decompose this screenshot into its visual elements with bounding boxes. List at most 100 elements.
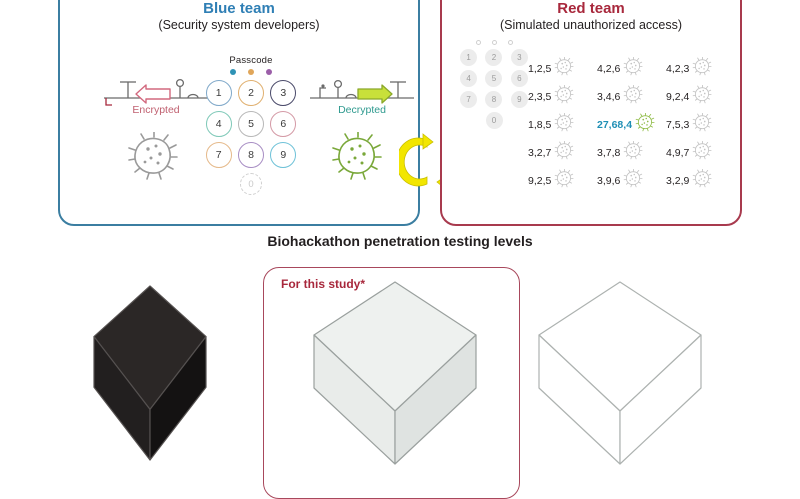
- attempt-row: 9,2,5 3,9,6 3,2,9: [528, 167, 736, 195]
- microbe-faint-icon: [692, 85, 713, 110]
- red-keypad-key-3[interactable]: 3: [511, 49, 528, 66]
- attempt-cell: 27,68,4: [597, 113, 666, 138]
- attempt-code: 9,2,5: [528, 175, 551, 187]
- black-box-cube: [90, 282, 210, 469]
- red-keypad-dot: [492, 40, 497, 45]
- attempt-cell: 7,5,3: [666, 113, 735, 138]
- red-keypad-key-6[interactable]: 6: [511, 70, 528, 87]
- red-keypad-key-9[interactable]: 9: [511, 91, 528, 108]
- attempt-row: 1,8,5 27,68,4 7,5,3: [528, 111, 736, 139]
- attempt-code: 1,8,5: [528, 119, 551, 131]
- red-keypad-key-2[interactable]: 2: [485, 49, 502, 66]
- passcode-key-5[interactable]: 5: [238, 111, 264, 137]
- passcode-dot: [266, 69, 272, 75]
- passcode-key-3[interactable]: 3: [270, 80, 296, 106]
- attempt-cell: 3,2,7: [528, 141, 597, 166]
- passcode-dot: [230, 69, 236, 75]
- red-team-title: Red team: [442, 0, 740, 17]
- attempt-code: 4,2,3: [666, 63, 689, 75]
- attempt-code: 27,68,4: [597, 119, 632, 131]
- red-keypad-key-8[interactable]: 8: [485, 91, 502, 108]
- passcode-zero-wrap[interactable]: 0: [205, 173, 297, 195]
- microbe-faint-icon: [623, 85, 644, 110]
- microbe-faint-icon: [554, 141, 575, 166]
- attempt-cell: 4,2,6: [597, 57, 666, 82]
- white-box-cube: [535, 278, 705, 473]
- microbe-faint-icon: [554, 85, 575, 110]
- passcode-dot: [248, 69, 254, 75]
- blue-team-subtitle: (Security system developers): [60, 18, 418, 32]
- attempt-code: 3,2,9: [666, 175, 689, 187]
- blue-team-title: Blue team: [60, 0, 418, 17]
- section-title: Biohackathon penetration testing levels: [0, 233, 800, 249]
- attempt-cell: 2,3,5: [528, 85, 597, 110]
- microbe-faint-icon: [554, 169, 575, 194]
- attempt-cell: 3,4,6: [597, 85, 666, 110]
- passcode-dots: [205, 69, 297, 75]
- microbe-green-icon: [330, 132, 386, 189]
- decrypted-gene-construct: Decrypted: [306, 70, 418, 122]
- passcode-key-2[interactable]: 2: [238, 80, 264, 106]
- red-keypad-key-4[interactable]: 4: [460, 70, 477, 87]
- red-keypad-key-1[interactable]: 1: [460, 49, 477, 66]
- attempt-code: 9,2,4: [666, 91, 689, 103]
- microbe-faint-icon: [623, 57, 644, 82]
- passcode-key-6[interactable]: 6: [270, 111, 296, 137]
- attempt-code: 1,2,5: [528, 63, 551, 75]
- microbe-faint-icon: [554, 57, 575, 82]
- attempt-cell: 3,2,9: [666, 169, 735, 194]
- attempt-codes-grid: 1,2,5 4,2,6 4,2,3 2,3,5 3,4,6 9,2,4 1,8,5 27,68…: [528, 55, 736, 195]
- red-keypad-zero-wrap[interactable]: 0: [458, 112, 530, 129]
- passcode-key-0[interactable]: 0: [240, 173, 262, 195]
- microbe-faint-icon: [692, 169, 713, 194]
- attempt-cell: 9,2,5: [528, 169, 597, 194]
- attempt-row: 3,2,7 3,7,8 4,9,7: [528, 139, 736, 167]
- attempt-code: 2,3,5: [528, 91, 551, 103]
- figure-canvas: Blue team (Security system developers) E…: [0, 0, 800, 480]
- attempt-cell: 9,2,4: [666, 85, 735, 110]
- attempt-cell: 3,7,8: [597, 141, 666, 166]
- passcode-label: Passcode: [205, 55, 297, 66]
- passcode-key-1[interactable]: 1: [206, 80, 232, 106]
- attempt-code: 3,7,8: [597, 147, 620, 159]
- attempt-code: 4,2,6: [597, 63, 620, 75]
- attempt-code: 3,4,6: [597, 91, 620, 103]
- microbe-grey-icon: [126, 132, 182, 189]
- red-keypad-key-5[interactable]: 5: [485, 70, 502, 87]
- attempt-row: 2,3,5 3,4,6 9,2,4: [528, 83, 736, 111]
- attempt-cell: 3,9,6: [597, 169, 666, 194]
- passcode-key-8[interactable]: 8: [238, 142, 264, 168]
- microbe-faint-icon: [692, 57, 713, 82]
- red-team-subtitle: (Simulated unauthorized access): [442, 18, 740, 32]
- red-keypad-dots: [458, 40, 530, 45]
- red-keypad-key-0[interactable]: 0: [486, 112, 503, 129]
- attempt-code: 3,9,6: [597, 175, 620, 187]
- microbe-faint-icon: [692, 113, 713, 138]
- passcode-key-9[interactable]: 9: [270, 142, 296, 168]
- attempt-cell: 4,2,3: [666, 57, 735, 82]
- attempt-row: 1,2,5 4,2,6 4,2,3: [528, 55, 736, 83]
- attempt-cell: 4,9,7: [666, 141, 735, 166]
- attempt-code: 4,9,7: [666, 147, 689, 159]
- microbe-faint-icon: [623, 169, 644, 194]
- encrypted-gene-construct: Encrypted: [100, 70, 212, 122]
- microbe-faint-icon: [623, 141, 644, 166]
- passcode-key-4[interactable]: 4: [206, 111, 232, 137]
- grey-box-cube: [310, 278, 480, 473]
- red-keypad-dot: [476, 40, 481, 45]
- microbe-faint-icon: [692, 141, 713, 166]
- red-keypad-key-7[interactable]: 7: [460, 91, 477, 108]
- passcode-key-7[interactable]: 7: [206, 142, 232, 168]
- attempt-code: 7,5,3: [666, 119, 689, 131]
- attempt-cell: 1,8,5: [528, 113, 597, 138]
- decrypted-label: Decrypted: [306, 104, 418, 116]
- encrypted-label: Encrypted: [100, 104, 212, 116]
- red-keypad-dot: [508, 40, 513, 45]
- attempt-code: 3,2,7: [528, 147, 551, 159]
- microbe-faint-icon: [554, 113, 575, 138]
- microbe-hit-icon: [635, 113, 656, 138]
